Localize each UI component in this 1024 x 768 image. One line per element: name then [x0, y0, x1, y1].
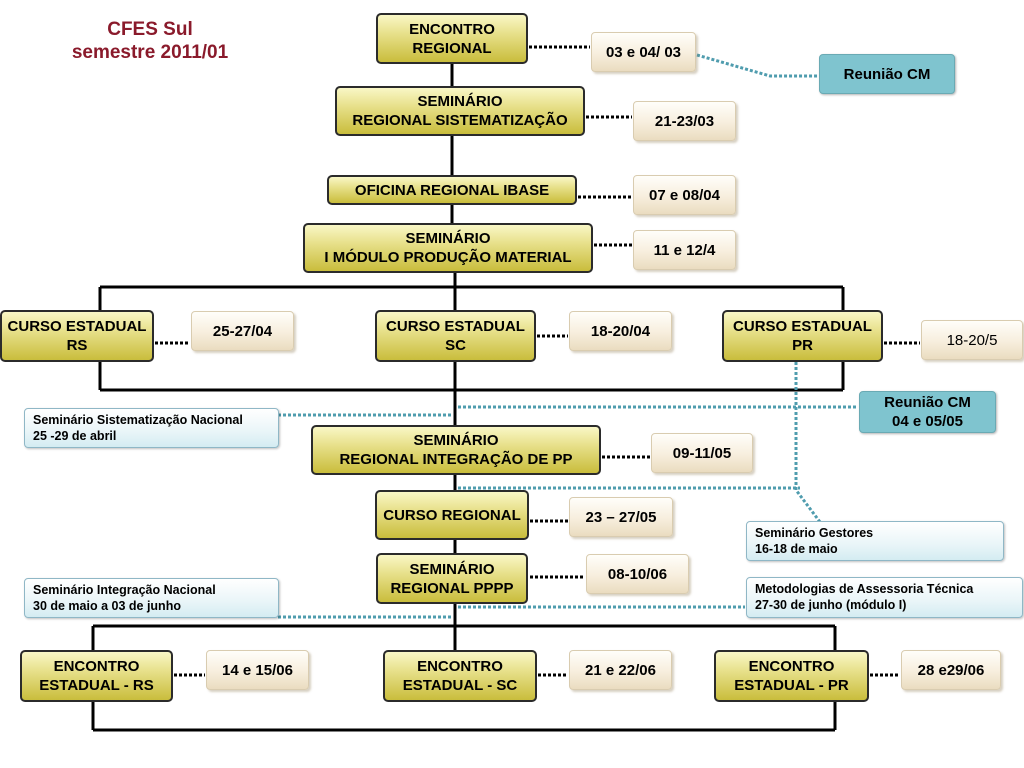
date-seminario-integracao: 09-11/05	[651, 433, 753, 473]
note-line: Seminário Sistematização Nacional	[33, 413, 243, 427]
step-encontro-estadual-pr: ENCONTRO ESTADUAL - PR	[714, 650, 869, 702]
step-line: ESTADUAL - PR	[734, 677, 849, 694]
step-curso-regional: CURSO REGIONAL	[375, 490, 529, 540]
step-line: SEMINÁRIO	[413, 432, 499, 449]
step-oficina-ibase: OFICINA REGIONAL IBASE	[327, 175, 577, 205]
step-line: ENCONTRO	[53, 658, 140, 675]
step-encontro-estadual-rs: ENCONTRO ESTADUAL - RS	[20, 650, 173, 702]
step-line: ESTADUAL - RS	[39, 677, 154, 694]
date-curso-sc: 18-20/04	[569, 311, 672, 351]
note-sistematizacao-nacional: Seminário Sistematização Nacional 25 -29…	[24, 408, 279, 448]
step-line: CURSO ESTADUAL	[733, 318, 872, 335]
date-curso-pr: 18-20/5	[921, 320, 1023, 360]
note-line: 16-18 de maio	[755, 542, 838, 556]
step-line: PR	[792, 337, 813, 354]
step-curso-estadual-pr: CURSO ESTADUAL PR	[722, 310, 883, 362]
note-line: 27-30 de junho (módulo I)	[755, 598, 907, 612]
title-line-2: semestre 2011/01	[71, 42, 229, 63]
diagram-title: CFES Sul semestre 2011/01	[30, 18, 270, 64]
meeting-line: Reunião CM	[884, 394, 971, 411]
step-line: SEMINÁRIO	[409, 560, 495, 578]
date-encontro-pr: 28 e29/06	[901, 650, 1001, 690]
step-line: ENCONTRO	[417, 658, 503, 675]
step-line: ENCONTRO	[409, 20, 495, 38]
note-metodologias: Metodologias de Assessoria Técnica 27-30…	[746, 577, 1023, 618]
meeting-reuniao-cm-0405: Reunião CM 04 e 05/05	[859, 391, 996, 433]
date-encontro-regional: 03 e 04/ 03	[591, 32, 696, 72]
step-seminario-integracao: SEMINÁRIO REGIONAL INTEGRAÇÃO DE PP	[311, 425, 601, 475]
step-encontro-estadual-sc: ENCONTRO ESTADUAL - SC	[383, 650, 537, 702]
step-line: SEMINÁRIO	[417, 93, 503, 110]
date-encontro-sc: 21 e 22/06	[569, 650, 672, 690]
step-line: OFICINA REGIONAL IBASE	[354, 181, 550, 199]
date-seminario-sistematizacao: 21-23/03	[633, 101, 736, 141]
step-line: REGIONAL	[412, 39, 492, 57]
date-curso-regional: 23 – 27/05	[569, 497, 673, 537]
link-reuniao-cm	[696, 53, 818, 78]
meeting-reuniao-cm: Reunião CM	[819, 54, 955, 94]
date-encontro-rs: 14 e 15/06	[206, 650, 309, 690]
step-seminario-pppp: SEMINÁRIO REGIONAL PPPP	[376, 553, 528, 604]
step-curso-estadual-sc: CURSO ESTADUAL SC	[375, 310, 536, 362]
note-gestores: Seminário Gestores 16-18 de maio	[746, 521, 1004, 561]
step-curso-estadual-rs: CURSO ESTADUAL RS	[0, 310, 154, 362]
note-line: Metodologias de Assessoria Técnica	[755, 582, 974, 596]
step-line: REGIONAL SISTEMATIZAÇÃO	[352, 112, 568, 129]
date-oficina: 07 e 08/04	[633, 175, 736, 215]
meeting-line: 04 e 05/05	[892, 413, 963, 430]
step-line: CURSO REGIONAL	[383, 506, 521, 524]
date-curso-rs: 25-27/04	[191, 311, 294, 351]
step-line: RS	[66, 337, 88, 354]
step-line: I MÓDULO PRODUÇÃO MATERIAL	[324, 249, 572, 266]
step-line: SEMINÁRIO	[405, 230, 491, 247]
step-line: CURSO ESTADUAL	[7, 318, 147, 335]
step-encontro-regional: ENCONTRO REGIONAL	[376, 13, 528, 64]
step-line: CURSO ESTADUAL	[386, 318, 525, 335]
link-gestores	[794, 362, 822, 523]
date-seminario-pppp: 08-10/06	[586, 554, 689, 594]
step-seminario-sistematizacao: SEMINÁRIO REGIONAL SISTEMATIZAÇÃO	[335, 86, 585, 136]
step-line: REGIONAL INTEGRAÇÃO DE PP	[339, 451, 573, 468]
note-line: Seminário Gestores	[755, 526, 874, 540]
step-seminario-material: SEMINÁRIO I MÓDULO PRODUÇÃO MATERIAL	[303, 223, 593, 273]
step-line: ENCONTRO	[748, 658, 835, 675]
step-line: REGIONAL PPPP	[390, 579, 514, 597]
step-line: ESTADUAL - SC	[402, 677, 518, 694]
date-seminario-material: 11 e 12/4	[633, 230, 736, 270]
note-integracao-nacional: Seminário Integração Nacional 30 de maio…	[24, 578, 279, 618]
step-line: SC	[445, 337, 466, 354]
note-line: 25 -29 de abril	[33, 429, 117, 443]
title-line-1: CFES Sul	[107, 19, 193, 40]
note-line: 30 de maio a 03 de junho	[33, 599, 181, 613]
note-line: Seminário Integração Nacional	[33, 583, 216, 597]
